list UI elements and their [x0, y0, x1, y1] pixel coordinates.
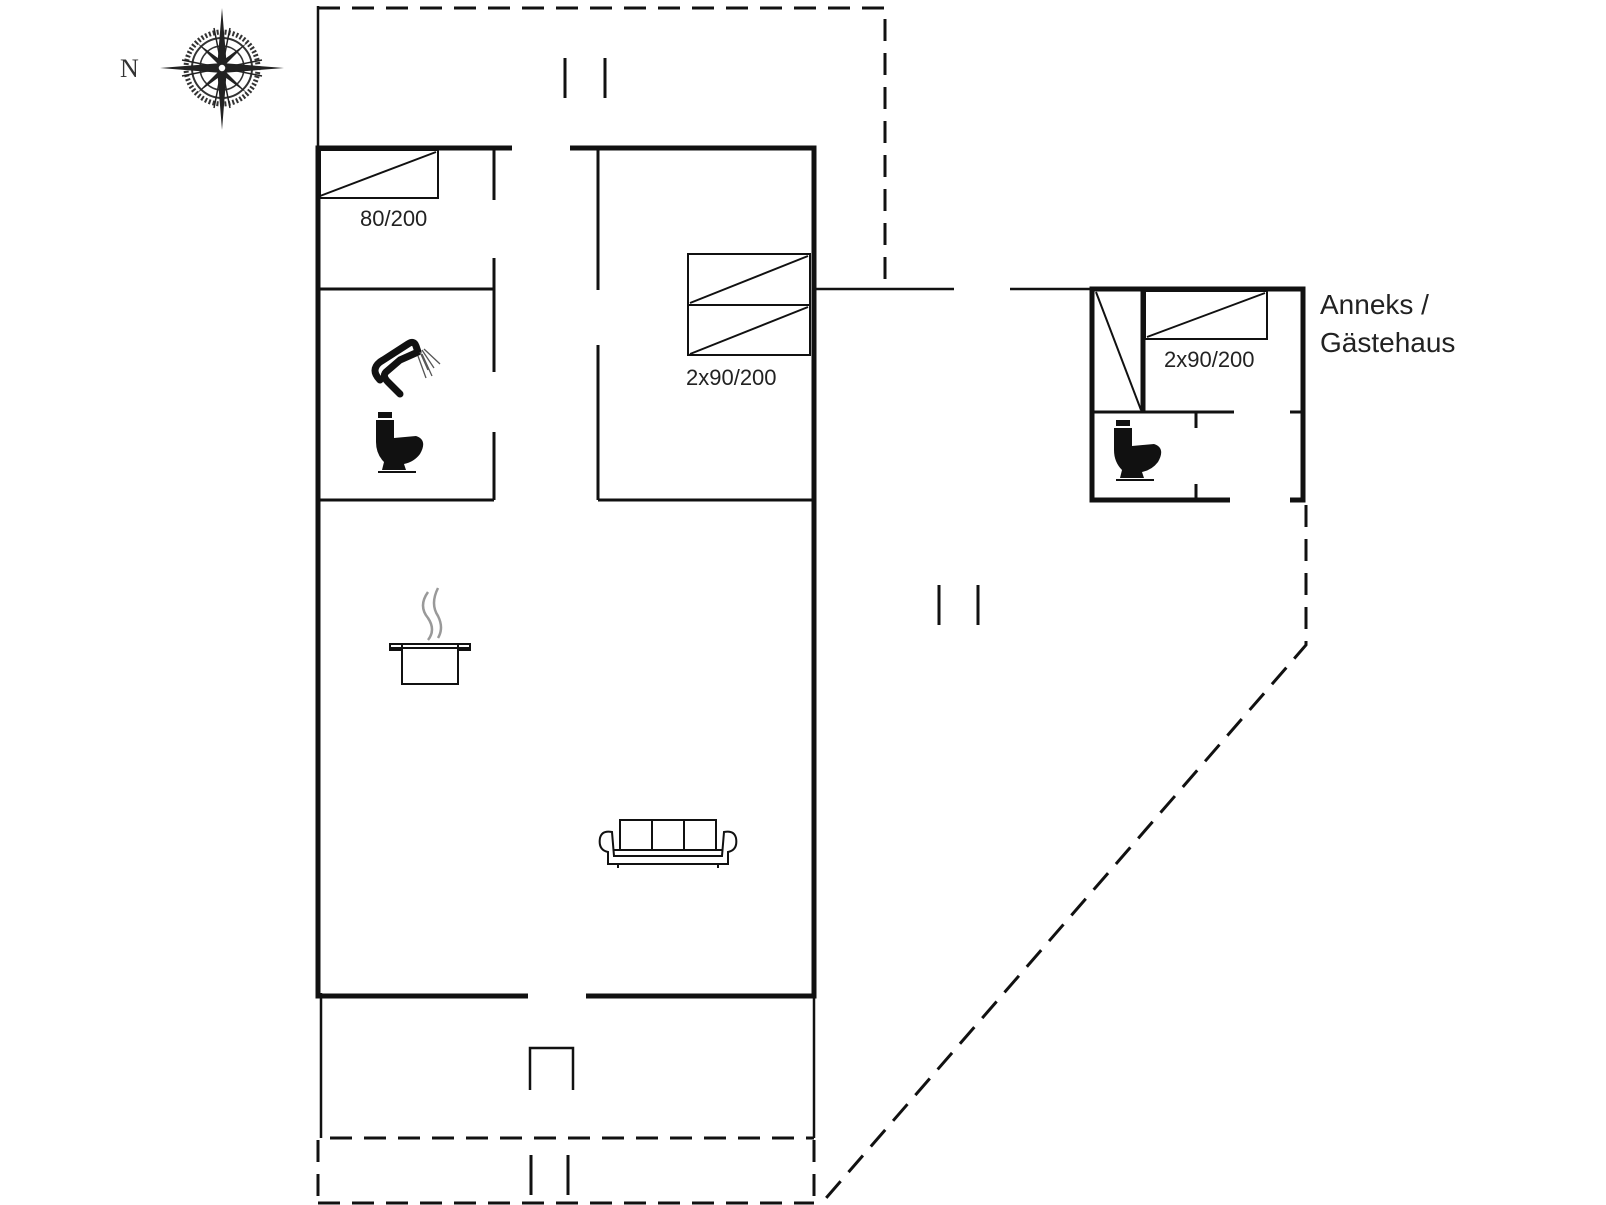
annex-closet-diagonal [1095, 291, 1142, 411]
annex-walls [1089, 286, 1306, 503]
terrace-outlines [316, 6, 1308, 1205]
main-house-walls [315, 145, 817, 999]
annex-title-line1: Anneks / [1320, 289, 1429, 320]
east-yard-outline [818, 505, 1308, 1205]
cooking-pot-icon [389, 587, 471, 685]
compass-rose-icon [160, 8, 284, 130]
bed-80-200 [319, 149, 439, 199]
annex-toilet-icon [1114, 420, 1162, 481]
north-wall-east [570, 145, 817, 999]
interior-walls [320, 148, 812, 502]
toilet-icon [376, 412, 424, 473]
north-wall-west [315, 145, 528, 999]
bed-label-2x90-200: 2x90/200 [686, 365, 777, 390]
annex-bed-2x90-200 [1144, 290, 1268, 340]
annex-interior-walls [1094, 291, 1303, 500]
compass-north-label: N [120, 54, 139, 83]
south-entry-step [528, 1046, 575, 1090]
bed-label-80-200: 80/200 [360, 206, 427, 231]
step-markers [528, 58, 980, 1195]
north-terrace-outline [318, 6, 887, 286]
annex-title-line2: Gästehaus [1320, 327, 1455, 358]
shower-icon [371, 338, 441, 398]
terrace-solid-edges [316, 6, 1094, 1138]
sofa-icon [598, 819, 738, 868]
annex-bed-label: 2x90/200 [1164, 347, 1255, 372]
annex-outer-wall [1089, 286, 1306, 503]
bed-2x90-200 [687, 253, 811, 356]
